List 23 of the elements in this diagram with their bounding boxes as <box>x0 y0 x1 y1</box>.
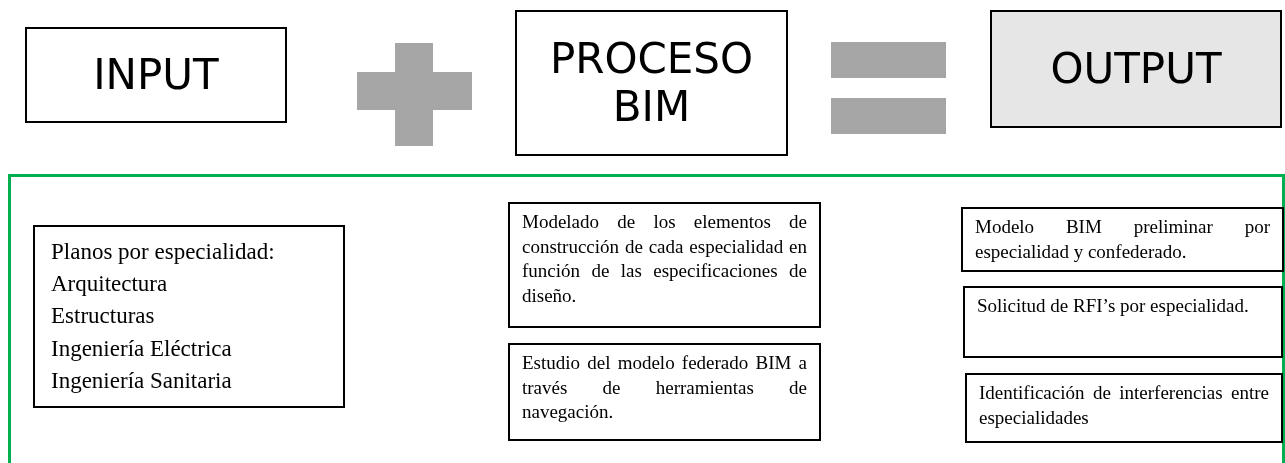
box-label: Identificación de interferencias entre especialidades <box>979 381 1269 430</box>
list-item: Ingeniería Eléctrica <box>51 334 233 363</box>
text-box <box>33 225 345 408</box>
list-heading: Planos por especialidad: <box>51 238 276 267</box>
text-box <box>508 343 821 441</box>
list-item: Arquitectura <box>51 270 169 299</box>
text-box <box>965 373 1283 443</box>
box-label: Modelado de los elementos de construcción de cada especialidad en función de las especificaciones de diseño. <box>522 210 807 309</box>
box-label: Modelo BIM preliminar por especialidad y confederado. <box>975 215 1270 264</box>
box-label: Solicitud de RFI’s por especialidad. <box>977 294 1250 318</box>
box-label: Estudio del modelo federado BIM a través de herramientas de navegación. <box>522 351 807 425</box>
box-label: PROCESO BIM <box>548 34 755 132</box>
text-box <box>515 10 788 156</box>
text-box <box>508 202 821 328</box>
list-item: Estructuras <box>51 302 156 331</box>
box-label: INPUT <box>93 50 219 100</box>
text-box <box>963 286 1283 358</box>
text-box <box>990 10 1282 128</box>
box-label: OUTPUT <box>1050 44 1222 94</box>
text-box <box>25 27 287 123</box>
text-box <box>961 207 1284 272</box>
panel-frame <box>8 174 1285 463</box>
list-item: Ingeniería Sanitaria <box>51 366 233 395</box>
